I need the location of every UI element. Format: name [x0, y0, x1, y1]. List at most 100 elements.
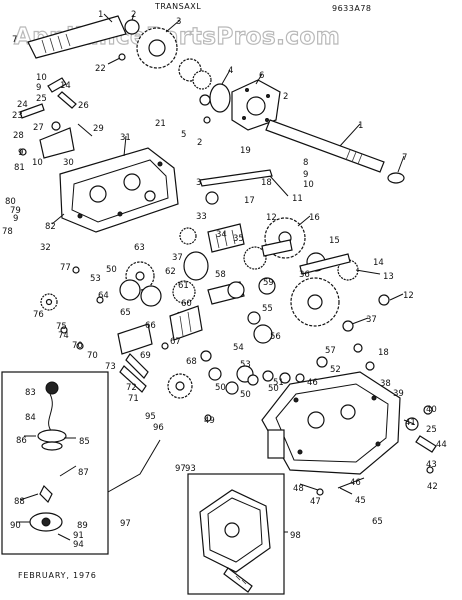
callout-8: 8 [303, 158, 308, 168]
callout-18: 18 [378, 348, 389, 358]
callout-9: 9 [13, 214, 18, 224]
callout-21: 21 [155, 119, 166, 129]
callout-7: 7 [12, 35, 17, 45]
callout-40: 40 [426, 405, 437, 415]
callout-13: 13 [383, 272, 394, 282]
callout-4: 4 [228, 66, 233, 76]
callout-35: 35 [233, 234, 244, 244]
callout-37: 37 [172, 253, 183, 263]
callout-90: 90 [10, 521, 21, 531]
callout-82: 82 [45, 222, 56, 232]
callout-93: 93 [185, 464, 196, 474]
callout-79: 79 [10, 206, 21, 216]
callout-53: 53 [90, 274, 101, 284]
callout-96: 96 [153, 423, 164, 433]
callout-74: 74 [58, 331, 69, 341]
callout-48: 48 [293, 484, 304, 494]
footer-corner-label: 65 [372, 517, 383, 527]
callout-73: 73 [105, 362, 116, 372]
input-shaft-assembly [27, 15, 140, 61]
diagram-id: 9633A78 [332, 4, 372, 13]
callout-42: 42 [427, 482, 438, 492]
callout-2: 2 [197, 138, 202, 148]
callout-62: 62 [165, 267, 176, 277]
callout-50: 50 [240, 390, 251, 400]
callout-19: 19 [240, 146, 251, 156]
callout-14: 14 [373, 258, 384, 268]
callout-14: 14 [60, 81, 71, 91]
callout-50: 50 [268, 384, 279, 394]
callout-2: 2 [131, 10, 136, 20]
callout-91: 91 [73, 531, 84, 541]
callout-81: 81 [14, 163, 25, 173]
callout-39: 39 [393, 389, 404, 399]
callout-36: 36 [299, 270, 310, 280]
callout-9: 9 [36, 83, 41, 93]
callout-68: 68 [186, 357, 197, 367]
callout-30: 30 [63, 158, 74, 168]
callout-37: 37 [366, 315, 377, 325]
center-gear-set [179, 169, 359, 281]
callout-80: 80 [5, 197, 16, 207]
callout-76: 76 [33, 310, 44, 320]
callout-84: 84 [25, 413, 36, 423]
callout-54: 54 [233, 343, 244, 353]
callout-15: 15 [329, 236, 340, 246]
callout-52: 52 [330, 365, 341, 375]
callout-25: 25 [36, 94, 47, 104]
callout-58: 58 [215, 270, 226, 280]
left-case-half [59, 147, 179, 233]
callout-23: 23 [12, 111, 23, 121]
diagram-title: TRANSAXL [154, 2, 201, 11]
callout-86: 86 [16, 436, 27, 446]
callout-77: 77 [60, 263, 71, 273]
callout-71: 71 [128, 394, 139, 404]
callout-97: 97 [175, 464, 186, 474]
callout-31: 31 [120, 133, 131, 143]
callout-11: 11 [292, 194, 303, 204]
callout-89: 89 [77, 521, 88, 531]
callout-60: 60 [181, 299, 192, 309]
shift-fork-parts [19, 77, 93, 159]
callout-75: 75 [56, 322, 67, 332]
axle-shaft [265, 119, 405, 184]
callout-85: 85 [79, 437, 90, 447]
callout-18: 18 [261, 178, 272, 188]
callout-28: 28 [13, 131, 24, 141]
callout-66: 66 [145, 321, 156, 331]
callout-2: 2 [283, 92, 288, 102]
callout-49: 49 [204, 416, 215, 426]
callout-10: 10 [32, 158, 43, 168]
callout-64: 64 [98, 291, 109, 301]
callout-65: 65 [120, 308, 131, 318]
callout-87: 87 [78, 468, 89, 478]
callout-61: 61 [178, 281, 189, 291]
callout-27: 27 [33, 123, 44, 133]
callout-63: 63 [134, 243, 145, 253]
callout-57: 57 [325, 346, 336, 356]
callout-72: 72 [126, 383, 137, 393]
callout-56: 56 [270, 332, 281, 342]
callout-10: 10 [36, 73, 47, 83]
callout-3: 3 [196, 178, 201, 188]
callout-46: 46 [350, 478, 361, 488]
callout-94: 94 [73, 540, 84, 550]
callout-38: 38 [380, 379, 391, 389]
callout-45: 45 [355, 496, 366, 506]
callout-53: 53 [240, 360, 251, 370]
inset-assembled-transaxle [187, 473, 288, 595]
callout-47: 47 [310, 497, 321, 507]
callout-83: 83 [25, 388, 36, 398]
leader-lines [51, 13, 415, 495]
callout-51: 51 [273, 378, 284, 388]
callout-1: 1 [98, 10, 103, 20]
callout-46: 46 [307, 378, 318, 388]
callout-12: 12 [403, 291, 414, 301]
callout-70: 70 [72, 341, 83, 351]
callout-50: 50 [106, 265, 117, 275]
callout-24: 24 [17, 100, 28, 110]
callout-43: 43 [426, 460, 437, 470]
callout-95: 95 [145, 412, 156, 422]
